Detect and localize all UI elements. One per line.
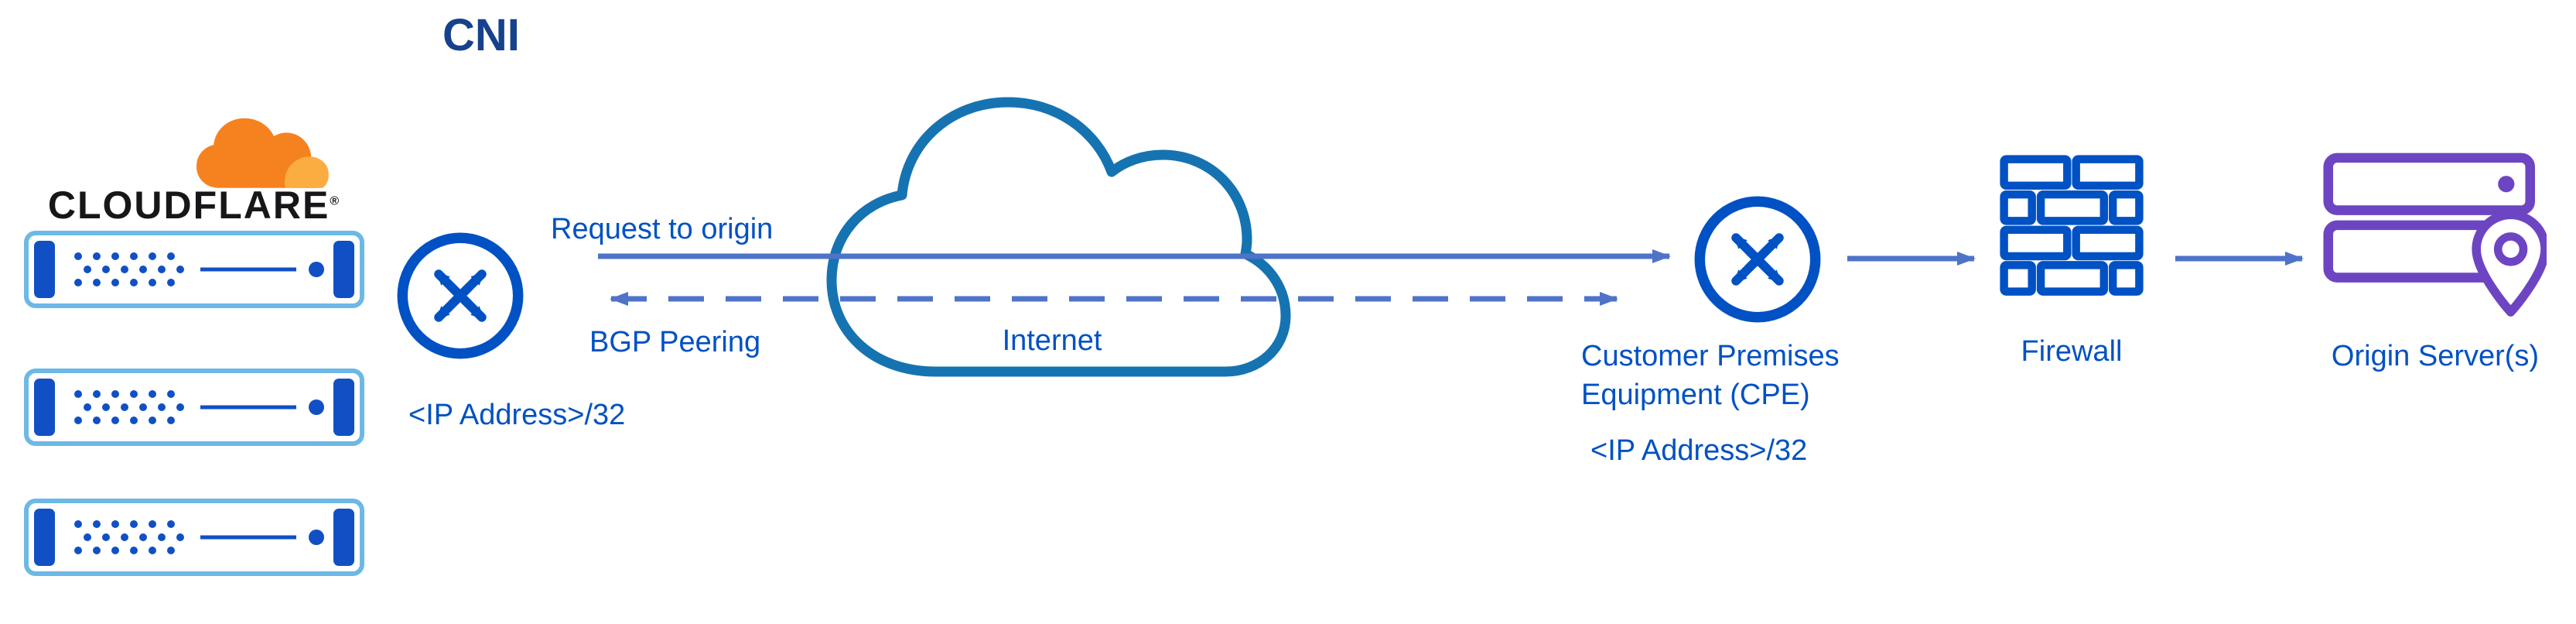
router-icon [1694, 196, 1821, 323]
cloudflare-logo-cloud-icon [196, 118, 329, 188]
cloudflare-wordmark-text: CLOUDFLARE [47, 183, 330, 227]
location-pin-icon [2472, 210, 2547, 317]
bgp-peering-label: BGP Peering [589, 326, 761, 358]
server-rack-icon [24, 231, 364, 308]
cpe-ip-label: <IP Address>/32 [1590, 434, 1808, 467]
cpe-label: Customer Premises Equipment (CPE) [1581, 337, 1840, 414]
registered-trademark-symbol: ® [330, 194, 340, 208]
origin-server-pin-icon [2323, 153, 2547, 317]
server-rack-icon [24, 499, 364, 576]
internet-label: Internet [1002, 324, 1102, 357]
origin-server-label: Origin Server(s) [2331, 340, 2540, 372]
cloudflare-wordmark: CLOUDFLARE® [36, 183, 351, 228]
diagram-title: CNI [442, 10, 520, 60]
request-to-origin-label: Request to origin [551, 213, 774, 245]
server-rack-icon [24, 369, 364, 446]
firewall-label: Firewall [2021, 335, 2123, 368]
router-icon [397, 232, 524, 359]
cloudflare-ip-label: <IP Address>/32 [408, 399, 626, 431]
cpe-label-line2: Equipment (CPE) [1581, 379, 1810, 411]
cpe-label-line1: Customer Premises [1581, 340, 1840, 372]
firewall-brick-icon [2000, 155, 2144, 296]
